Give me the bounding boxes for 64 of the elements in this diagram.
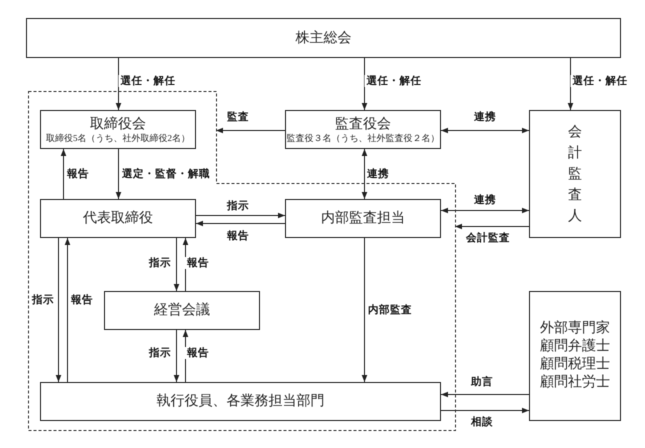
arrow [116,148,122,200]
edge-label: 会計監査 [464,232,512,244]
arrow [56,238,62,382]
edge-label: 内部監査 [366,304,414,316]
edge-label: 指示 [147,347,173,359]
box-subtitle: 取締役5名（うち、社外取締役2名） [46,132,190,144]
organization-box [529,110,621,238]
arrow [174,238,180,292]
edge-label: 報告 [69,294,95,306]
edge-label: 選任・解任 [570,75,630,87]
organization-box [40,382,441,421]
arrow [60,148,66,200]
box-subtitle: 監査役３名（うち、社外監査役２名） [286,132,440,144]
edge-label: 監査 [225,111,251,123]
arrow [196,220,286,226]
box-title: 代表取締役 [83,210,153,227]
box-title: 監査役会 [335,116,391,132]
arrow [362,238,368,382]
box-line: 顧問社労士 [540,374,610,392]
organization-box [285,199,441,238]
edge-label: 連携 [365,168,391,180]
arrow [362,148,368,200]
box-line: 顧問税理士 [540,356,610,374]
edge-label: 相談 [469,416,495,428]
organization-box [285,110,441,149]
arrow [196,212,286,218]
box-title: 執行役員、各業務担当部門 [156,393,324,410]
edge-label: 報告 [65,168,91,180]
box-title: 内部監査担当 [321,210,405,227]
arrow [174,330,180,382]
edge-label: 選定・監督・解職 [120,168,212,180]
box-title: 株主総会 [296,30,352,46]
dashed-boundary [28,91,455,430]
organization-box [529,291,621,421]
edge-label: 助言 [469,376,495,388]
arrow [440,128,530,134]
arrow [362,58,368,110]
arrow [440,408,530,414]
arrow [454,224,530,230]
arrow [216,128,286,134]
edge-label: 連携 [472,194,498,206]
edge-label: 報告 [185,347,211,359]
edge-label: 指示 [225,200,251,212]
edge-label: 連携 [472,111,498,123]
edge-label: 報告 [225,230,251,242]
box-title: 会計監査人 [568,124,582,226]
organization-box [26,18,621,58]
edge-label: 選任・解任 [364,75,424,87]
arrow [440,392,530,398]
edge-label: 報告 [185,257,211,269]
box-line: 外部専門家 [540,320,610,338]
box-title: 経営会議 [154,302,210,319]
organization-box [104,291,260,330]
organization-box [40,110,196,149]
organization-box [40,199,196,238]
box-title: 取締役会 [90,116,146,132]
arrow [568,58,574,110]
edge-label: 指示 [147,257,173,269]
edge-label: 指示 [30,294,56,306]
edge-label: 選任・解任 [118,75,178,87]
box-line: 顧問弁護士 [540,338,610,356]
arrow [440,208,530,214]
arrow [64,238,70,382]
arrow [116,58,122,110]
